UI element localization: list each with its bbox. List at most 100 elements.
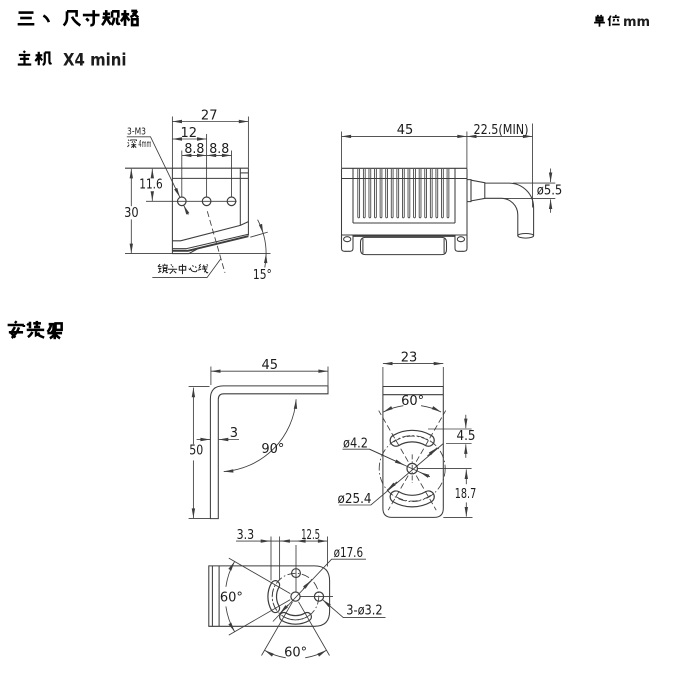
dimension-label: 4.5 [457,429,476,444]
dimension-label: 27 [201,108,218,123]
arc-arrowhead [263,253,268,264]
dimension-line [342,448,430,478]
dimension-label: 60° [284,646,307,661]
dimension-label: 18.7 [455,487,477,502]
dimension-line [257,219,267,268]
dimension-label: 11.6 [139,178,163,193]
hidden-cjk-text: 主机 [16,49,50,70]
dimension-line [419,471,430,478]
dimension-line [250,231,268,238]
drawing-line [484,182,535,236]
dimension-line [225,606,235,632]
dimension-line [228,599,291,636]
dimension-line [383,405,404,413]
dimension-line [183,204,190,215]
dimension-line [420,405,442,413]
dimension-label: 3 [230,426,238,441]
dimension-label: 12.5 [301,528,320,543]
heatsink-fins [357,169,450,219]
lens-axis-line [206,211,226,274]
dimension-line [279,604,289,614]
dimension-label: 60° [220,590,243,605]
dimension-line [302,580,312,590]
dimension-label: 22.5(MIN) [474,123,529,138]
drawing-line [484,197,519,236]
cable-end [517,232,535,239]
drawing-line [209,385,329,520]
ear-hole [456,236,466,243]
dimension-label: 45 [397,123,414,138]
dimension-label: 8.8 [209,142,229,157]
dimension-line [322,599,386,619]
drawing-line [172,235,249,252]
hidden-cjk-text: 三、 [16,6,56,30]
hidden-cjk-text: 镜头中心线 [157,263,213,277]
arc-slot [278,611,313,625]
dimension-line [427,447,438,457]
dimension-line [415,410,447,462]
dimension-line [339,443,444,506]
drawing-line [340,235,354,252]
bracket-front-view: 60° 23 ø4.2 ø25.4 4.5 18.7 [338,350,477,518]
hidden-cjk-text: 深 [127,138,138,150]
dimension-line [264,649,286,659]
dimension-line [152,258,222,279]
drawing-line [172,233,249,250]
dimension-label: ø5.5 [537,184,563,199]
dimension-line [386,481,398,491]
thread-depth-label: 4mm [138,139,151,150]
dimension-label: 8.8 [184,142,204,157]
hidden-cjk-text: 单位 [593,14,619,30]
thread-callout-label: 3-M3 [127,126,146,137]
dimension-line [298,601,330,656]
dimension-line [228,557,291,594]
dimension-label: 3-ø3.2 [346,603,383,618]
dimension-label: 30 [124,206,139,221]
dimension-line [223,399,298,473]
arc-arrowhead [258,223,264,234]
drawing-line [382,385,444,518]
dimension-label: ø17.6 [334,546,364,561]
main-unit-model: X4 mini [63,51,127,70]
dimension-label: ø25.4 [338,492,372,507]
dimension-line [225,561,235,587]
dimension-label: ø4.2 [343,437,368,452]
dimension-label: 23 [401,350,418,365]
bracket-side-view: 45 50 3 90° [188,358,329,520]
drawing-line [454,235,468,252]
dimension-line [126,136,181,198]
dimension-line [393,494,432,502]
unit-value: mm [623,15,650,30]
dimension-label: 15° [253,268,272,283]
drawing-line [470,179,486,202]
dimension-line [305,649,327,659]
main-unit-side-view: 45 22.5(MIN) ø5.5 [340,123,563,256]
drawing-line [172,221,249,242]
drawing-line [467,179,472,203]
dimension-label: 45 [262,358,279,373]
bracket-bottom-view: 60° 60° 3.3 12.5 ø17.6 3-ø3.2 [208,528,386,661]
dimension-line [272,558,366,622]
dimension-label: 90° [261,442,284,457]
dimension-label: 3.3 [237,528,255,543]
dimension-label: 12 [181,126,198,141]
drawing-line [208,565,331,627]
dimension-line [387,475,409,511]
dimension-line [415,475,437,511]
arc-slot [389,490,435,508]
dimension-line [369,448,405,466]
dimension-label: 60° [401,394,424,409]
drawing-line [359,236,448,256]
arc-slot [267,580,281,614]
dimension-line [393,435,432,443]
dimension-label: 50 [189,443,203,458]
hidden-cjk-text: 尺寸规格 [62,6,143,30]
arc-slot [389,429,435,447]
dimension-line [378,410,409,462]
ear-hole [343,236,352,243]
center-hole [290,591,301,602]
